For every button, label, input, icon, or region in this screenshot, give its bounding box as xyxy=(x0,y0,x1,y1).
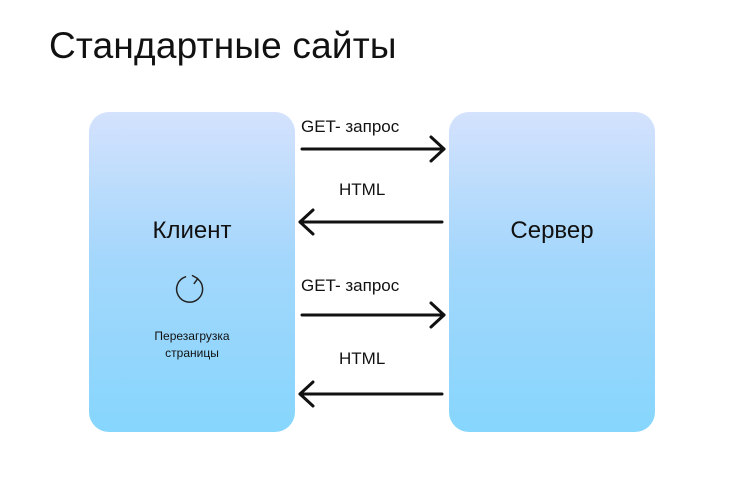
page-title: Стандартные сайты xyxy=(49,25,397,66)
arrow-html-1 xyxy=(298,208,444,236)
edge-label-get-1: GET- запрос xyxy=(301,117,400,136)
reload-caption-line2: страницы xyxy=(165,346,219,360)
reload-caption-line1: Перезагрузка xyxy=(154,329,230,343)
edge-label-get-2: GET- запрос xyxy=(301,276,400,295)
reload-icon xyxy=(175,274,204,303)
edge-label-html-2: HTML xyxy=(339,349,386,368)
arrow-get-2 xyxy=(300,301,446,329)
client-label: Клиент xyxy=(152,217,232,244)
edge-label-html-1: HTML xyxy=(339,180,386,199)
arrow-get-1 xyxy=(300,135,446,163)
arrow-html-2 xyxy=(298,380,444,408)
client-node: Клиент Перезагрузка страницы xyxy=(89,112,295,432)
server-label: Сервер xyxy=(510,217,594,244)
server-node: Сервер xyxy=(449,112,655,432)
reload-caption: Перезагрузка страницы xyxy=(89,328,295,362)
